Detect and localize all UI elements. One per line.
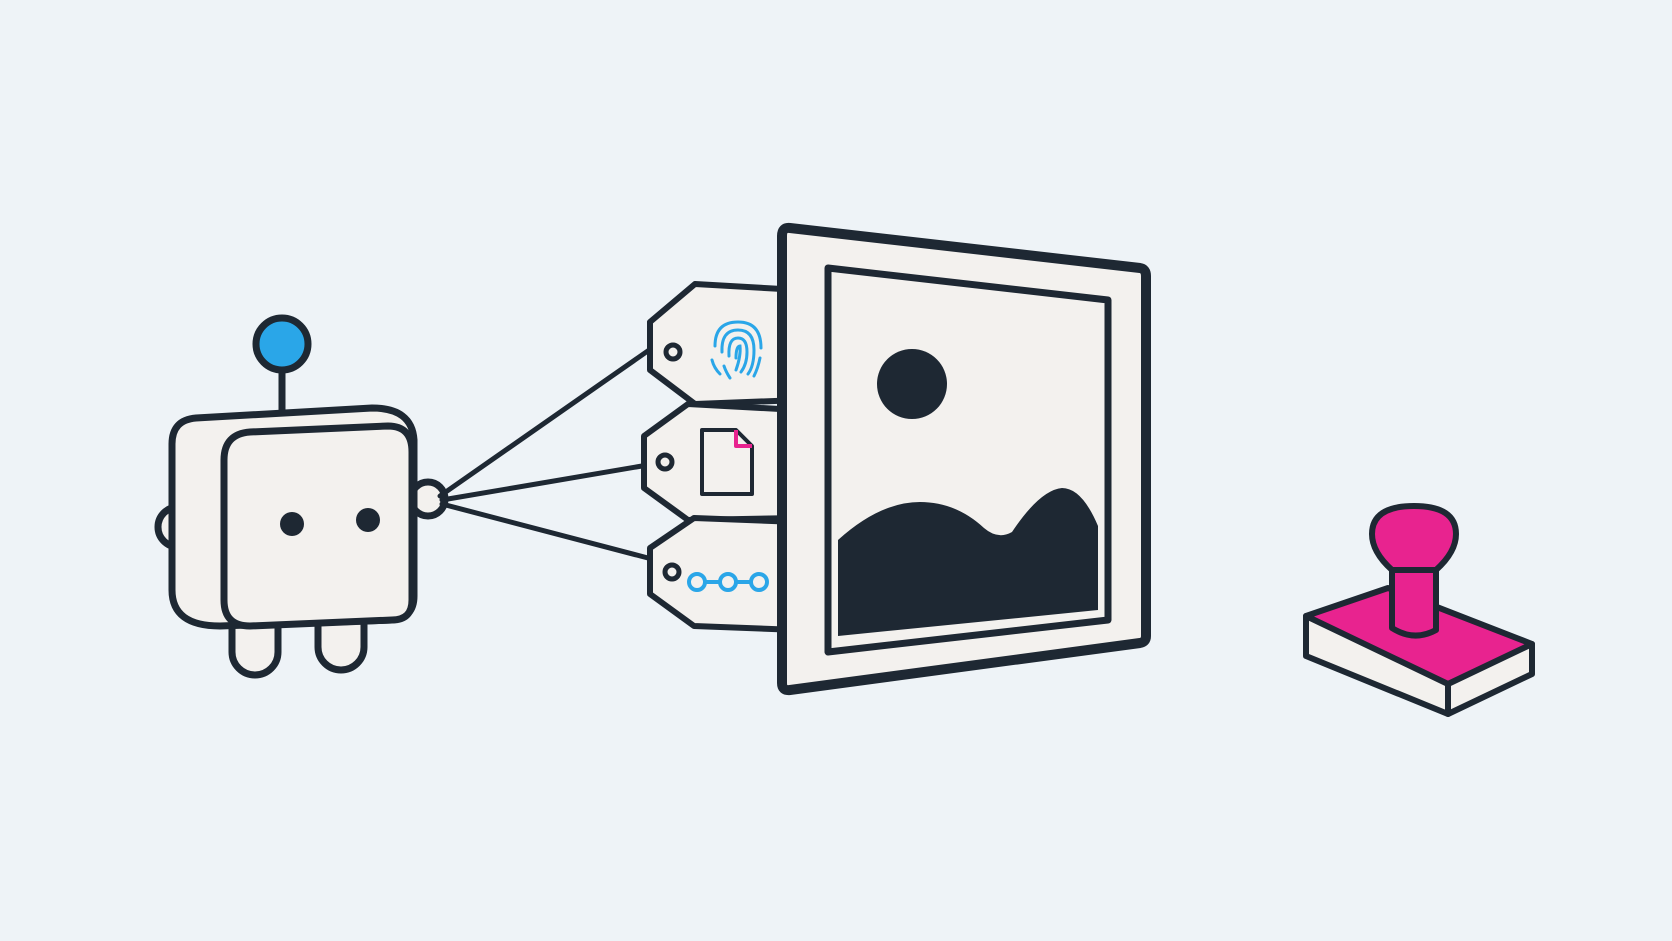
tag-3-hole (662, 562, 682, 582)
fingerprint-icon (710, 320, 763, 380)
mountains-icon (838, 488, 1098, 636)
string-to-tag-2 (439, 463, 645, 503)
stamp-handle-neck (1389, 563, 1439, 639)
stamp-handle-knob (1369, 503, 1459, 573)
string-to-tag-1 (437, 345, 655, 499)
tag-strings (437, 345, 655, 561)
landscape-image-icon (777, 222, 1151, 696)
robot-face (220, 422, 416, 630)
robot-right-eye (356, 508, 380, 532)
document-icon (700, 428, 754, 496)
robot-left-eye (280, 512, 304, 536)
antenna-ball-icon (252, 314, 312, 374)
sun-icon (877, 349, 947, 419)
robot-icon (154, 314, 449, 679)
string-to-tag-3 (439, 501, 651, 561)
tag-2-hole (655, 452, 675, 472)
chain-link-icon (687, 572, 769, 592)
tag-chain (647, 515, 801, 633)
tag-document (641, 401, 801, 523)
rubber-stamp-icon (1303, 503, 1535, 717)
tag-1-hole (663, 342, 683, 362)
